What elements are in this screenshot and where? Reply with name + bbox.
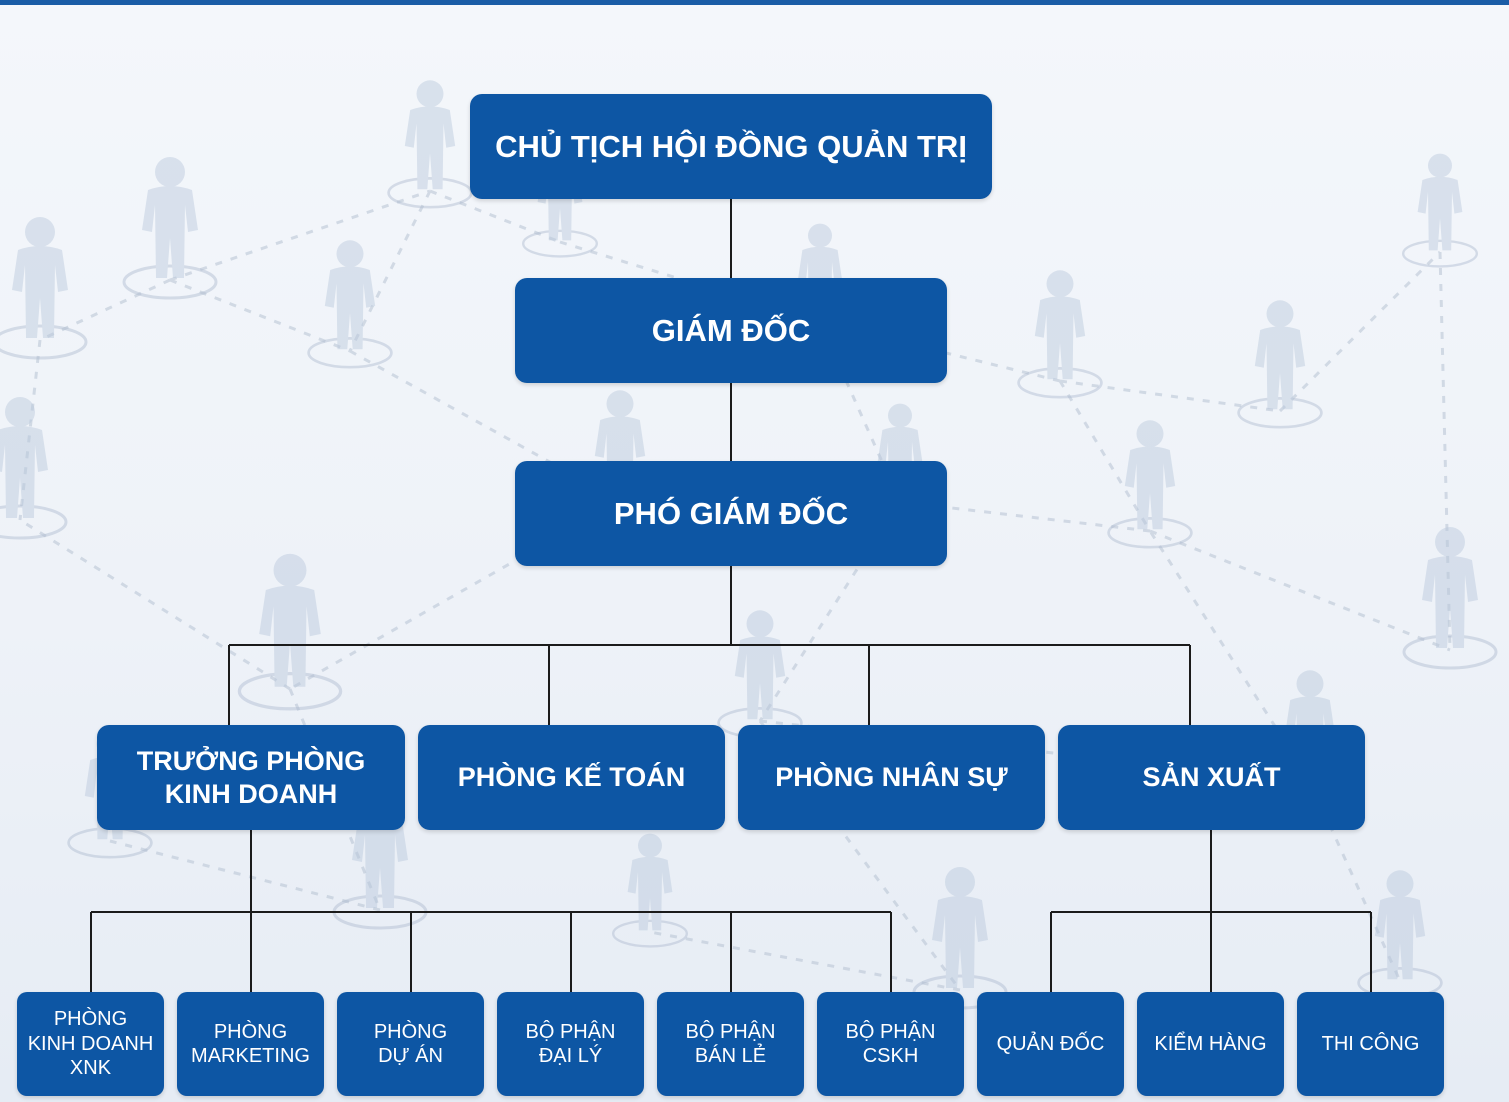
node-sales-unit-retail: BỘ PHẬN BÁN LẺ xyxy=(657,992,804,1096)
bg-link xyxy=(758,501,902,722)
node-sales-unit-agents: BỘ PHẬN ĐẠI LÝ xyxy=(497,992,644,1096)
person-icon xyxy=(0,397,68,540)
bg-link xyxy=(649,930,961,992)
bg-link xyxy=(19,518,291,691)
top-accent-bar xyxy=(0,0,1509,5)
node-chairman: CHỦ TỊCH HỘI ĐỒNG QUẢN TRỊ xyxy=(470,94,992,199)
node-sales-unit-marketing: PHÒNG MARKETING xyxy=(177,992,324,1096)
node-sales-unit-projects: PHÒNG DỰ ÁN xyxy=(337,992,484,1096)
person-icon xyxy=(1017,270,1103,399)
node-vice-director: PHÓ GIÁM ĐỐC xyxy=(515,461,947,566)
bg-link xyxy=(1278,250,1442,413)
node-dept-hr: PHÒNG NHÂN SỰ xyxy=(738,725,1045,830)
node-production-unit-foreman: QUẢN ĐỐC xyxy=(977,992,1124,1096)
node-production-unit-construction: THI CÔNG xyxy=(1297,992,1444,1096)
person-icon xyxy=(1107,420,1193,549)
person-icon xyxy=(237,553,343,711)
node-director: GIÁM ĐỐC xyxy=(515,278,947,383)
bg-link xyxy=(288,688,382,911)
person-icon xyxy=(0,217,88,360)
bg-link xyxy=(1059,379,1281,413)
person-icon xyxy=(1401,153,1479,268)
person-icon xyxy=(307,240,393,369)
bg-link xyxy=(169,189,431,282)
node-production-unit-inspection: KIỂM HÀNG xyxy=(1137,992,1284,1096)
person-icon xyxy=(1357,870,1443,999)
node-dept-accounting: PHÒNG KẾ TOÁN xyxy=(418,725,725,830)
bg-link xyxy=(1438,251,1452,651)
person-icon xyxy=(1402,527,1498,670)
bg-link xyxy=(429,189,561,244)
node-dept-production: SẢN XUẤT xyxy=(1058,725,1365,830)
person-icon xyxy=(122,157,218,300)
bg-link xyxy=(1149,529,1451,652)
person-icon xyxy=(717,610,803,739)
node-dept-sales-head: TRƯỞNG PHÒNG KINH DOANH xyxy=(97,725,405,830)
node-sales-unit-cskh: BỘ PHẬN CSKH xyxy=(817,992,964,1096)
bg-link xyxy=(169,278,351,353)
node-sales-unit-xnk: PHÒNG KINH DOANH XNK xyxy=(17,992,164,1096)
bg-link xyxy=(1058,380,1152,532)
bg-link xyxy=(18,339,42,521)
person-icon xyxy=(1237,300,1323,429)
bg-link xyxy=(348,190,432,352)
